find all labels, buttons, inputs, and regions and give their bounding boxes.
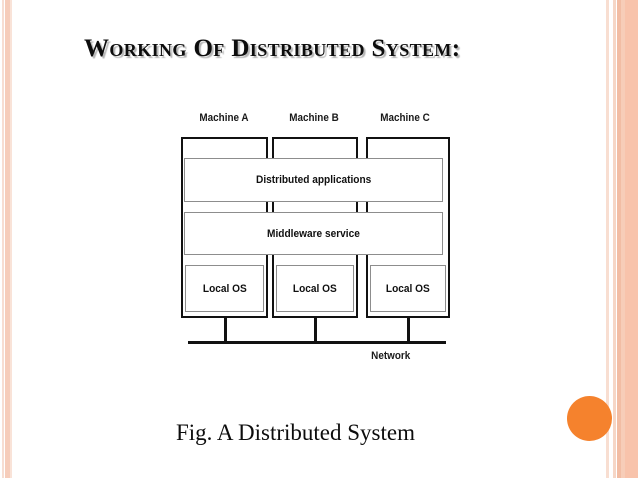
right-edge-stripe-3 xyxy=(617,0,621,478)
layer-distributed-applications-label: Distributed applications xyxy=(255,174,372,186)
local-os-label-b: Local OS xyxy=(293,282,337,295)
network-label: Network xyxy=(371,350,411,362)
network-bus-line xyxy=(188,341,446,344)
orange-circle-decoration xyxy=(567,396,612,441)
network-connector-a xyxy=(223,318,227,343)
layer-distributed-applications: Distributed applications xyxy=(184,158,443,202)
layer-middleware-service: Middleware service xyxy=(184,212,443,255)
right-edge-stripe-2 xyxy=(613,0,616,478)
machine-label-a: Machine A xyxy=(199,112,249,124)
figure-caption: Fig. A Distributed System xyxy=(176,420,415,445)
page-title: Working Of Distributed System: xyxy=(84,35,461,62)
left-edge-stripe-3 xyxy=(10,0,12,478)
machine-label-c: Machine C xyxy=(380,112,430,124)
right-edge-stripe-1 xyxy=(606,0,609,478)
left-edge-stripe-1 xyxy=(2,0,4,478)
layer-middleware-service-label: Middleware service xyxy=(267,227,360,240)
local-os-label-c: Local OS xyxy=(386,282,430,295)
local-os-box-a: Local OS xyxy=(185,265,264,312)
left-edge-stripe-2 xyxy=(5,0,10,478)
right-edge-stripe-4 xyxy=(621,0,625,478)
local-os-box-b: Local OS xyxy=(276,265,354,312)
machine-label-b: Machine B xyxy=(289,112,339,124)
right-edge-stripe-5 xyxy=(625,0,638,478)
network-connector-b xyxy=(314,318,317,343)
local-os-label-a: Local OS xyxy=(202,282,247,295)
network-connector-c xyxy=(407,318,410,343)
local-os-box-c: Local OS xyxy=(370,265,446,312)
